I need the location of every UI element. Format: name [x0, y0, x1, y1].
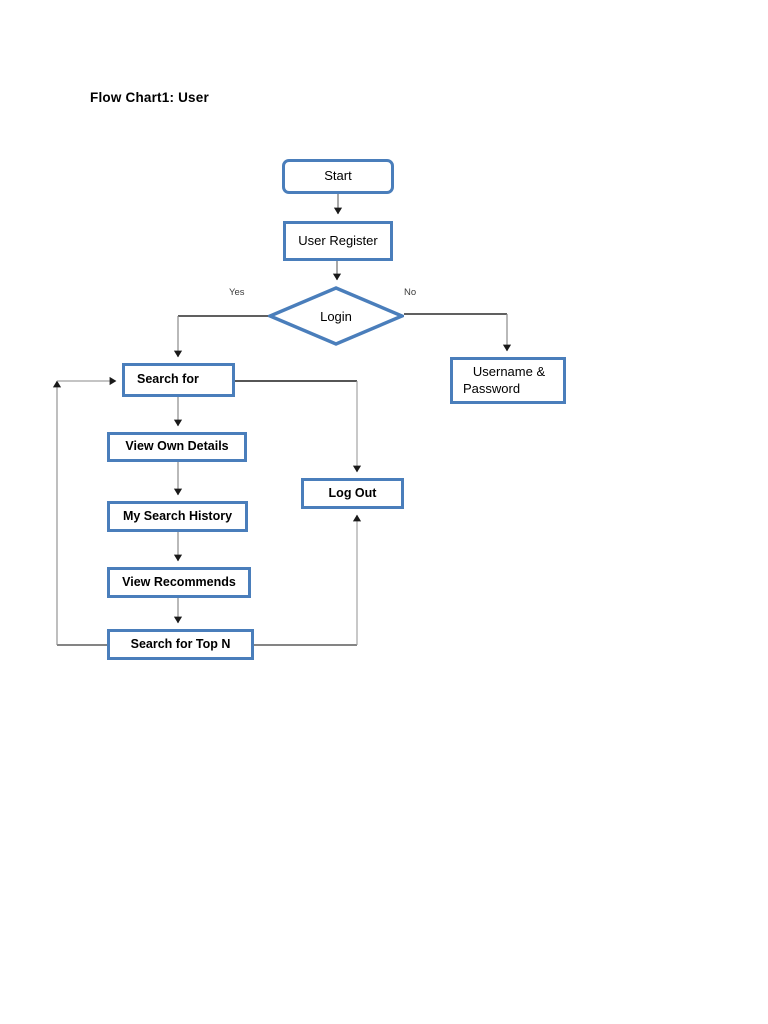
node-my-search-history[interactable]: My Search History	[107, 501, 248, 532]
node-search-for-top-n[interactable]: Search for Top N	[107, 629, 254, 660]
diamond-shape	[268, 286, 404, 346]
node-view-recommends-label: View Recommends	[122, 574, 236, 589]
node-user-register-label: User Register	[298, 232, 378, 248]
node-search-for-label: Search for	[137, 372, 199, 387]
node-login[interactable]: Login	[268, 286, 404, 346]
page-title: Flow Chart1: User	[90, 90, 209, 105]
branch-label-no: No	[404, 287, 417, 298]
node-search-for[interactable]: Search for	[122, 363, 235, 397]
node-view-own-details[interactable]: View Own Details	[107, 432, 247, 462]
node-my-search-history-label: My Search History	[122, 508, 233, 523]
node-log-out-label: Log Out	[328, 485, 377, 500]
node-user-register[interactable]: User Register	[283, 221, 393, 261]
node-view-own-details-label: View Own Details	[125, 439, 229, 454]
node-username-password-label-line2: Password	[463, 380, 521, 396]
node-username-password[interactable]: Username & Password	[450, 357, 566, 404]
node-username-password-label-line1: Username &	[472, 364, 546, 380]
node-view-recommends[interactable]: View Recommends	[107, 567, 251, 598]
node-search-for-top-n-label: Search for Top N	[130, 636, 231, 651]
node-start-label: Start	[324, 168, 352, 184]
node-start[interactable]: Start	[282, 159, 394, 194]
branch-label-yes: Yes	[229, 287, 245, 298]
node-login-label: Login	[320, 308, 352, 324]
node-log-out[interactable]: Log Out	[301, 478, 404, 509]
